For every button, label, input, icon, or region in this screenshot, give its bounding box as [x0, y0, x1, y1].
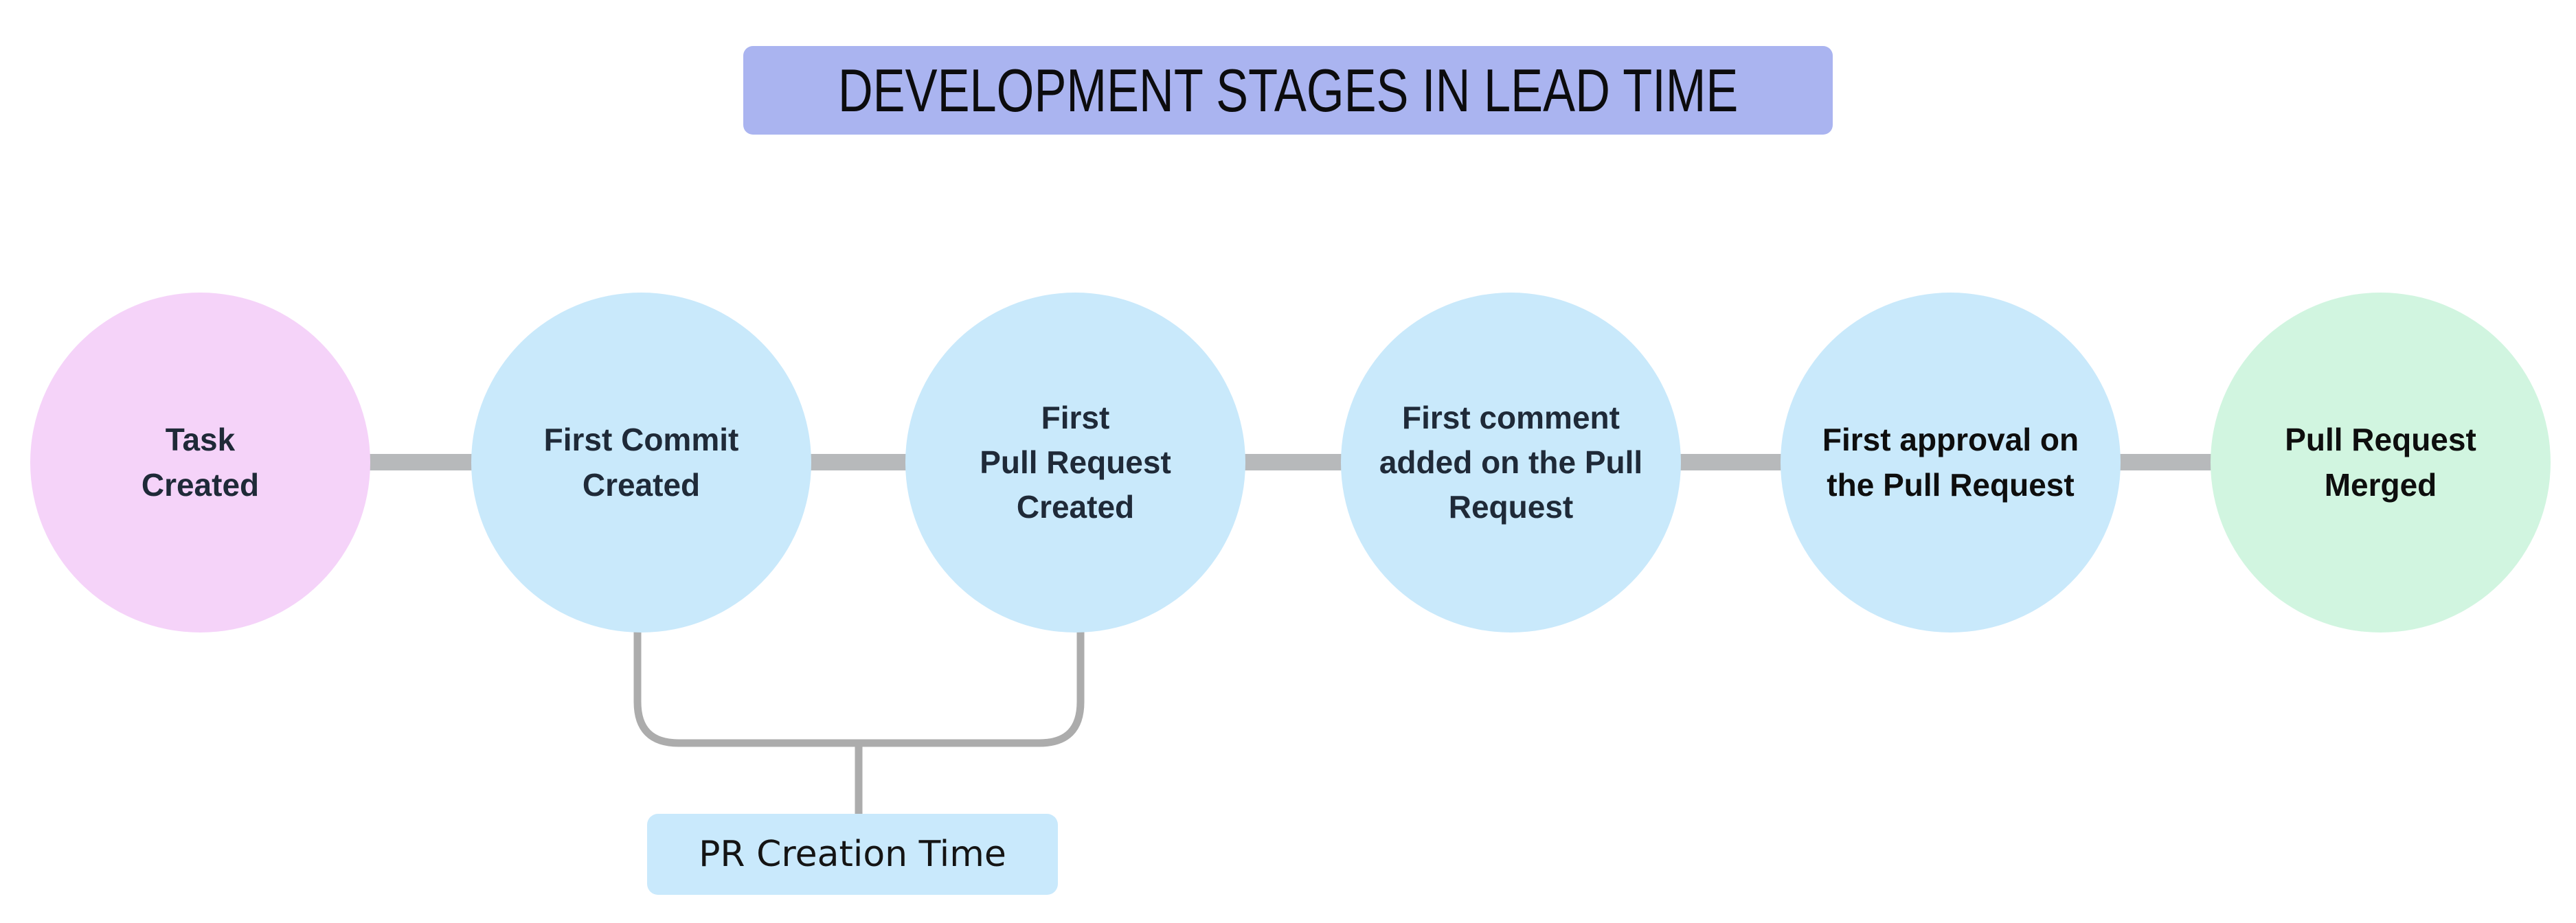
pr-creation-time-label: PR Creation Time	[647, 814, 1058, 895]
stage-label: First Pull Request Created	[980, 399, 1171, 525]
title-banner: DEVELOPMENT STAGES IN LEAD TIME	[743, 46, 1833, 135]
stage-circle-pull-request-merged: Pull Request Merged	[2211, 293, 2551, 633]
stage-label: First comment added on the Pull Request	[1379, 399, 1643, 525]
stage-label: First Commit Created	[543, 422, 739, 503]
stage-circle-first-comment-added: First comment added on the Pull Request	[1341, 293, 1681, 633]
stage-label: Task Created	[141, 422, 260, 503]
stage-circle-task-created: Task Created	[30, 293, 370, 633]
pr-creation-time-text: PR Creation Time	[699, 834, 1006, 875]
stage-circle-first-pull-request-created: First Pull Request Created	[905, 293, 1245, 633]
stage-label: Pull Request Merged	[2285, 422, 2476, 503]
page-title: DEVELOPMENT STAGES IN LEAD TIME	[837, 56, 1739, 124]
stage-circle-first-commit-created: First Commit Created	[471, 293, 811, 633]
stage-circle-first-approval: First approval on the Pull Request	[1781, 293, 2121, 633]
pr-creation-bracket	[633, 618, 1085, 817]
stage-label: First approval on the Pull Request	[1822, 422, 2079, 503]
